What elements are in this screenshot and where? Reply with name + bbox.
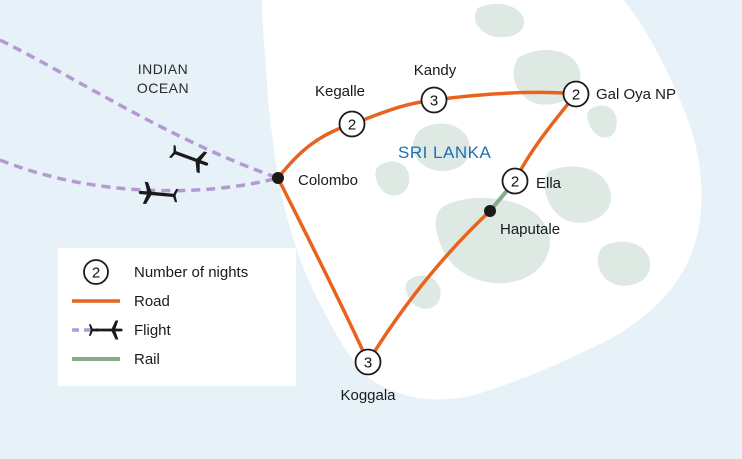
highland-area xyxy=(413,123,470,172)
place-label-gal-oya: Gal Oya NP xyxy=(596,86,676,103)
highland-shading xyxy=(375,4,651,309)
road-colombo-koggala xyxy=(276,176,370,364)
place-label-haputale: Haputale xyxy=(500,221,560,238)
legend-nights-sample: 2 xyxy=(92,265,100,282)
flight-route-upper xyxy=(0,38,279,180)
legend-nights-label: Number of nights xyxy=(134,264,248,281)
nights-marker-koggala: 3 xyxy=(354,348,382,376)
highland-area xyxy=(544,166,612,223)
colombo-marker xyxy=(272,172,284,184)
legend-flight-label: Flight xyxy=(134,322,172,339)
nights-count-gal-oya: 2 xyxy=(572,87,580,104)
road-colombo-kandy-galoya xyxy=(276,90,578,180)
flight-route-lower xyxy=(0,158,279,193)
highland-area xyxy=(435,197,550,284)
place-label-koggala: Koggala xyxy=(340,387,396,404)
nights-count-ella: 2 xyxy=(511,174,519,191)
plane-icon xyxy=(169,145,209,174)
nights-count-kandy: 3 xyxy=(430,93,438,110)
road-koggala-haputale xyxy=(366,209,492,364)
nights-marker-ella: 2 xyxy=(501,167,529,195)
highland-area xyxy=(375,161,410,196)
place-label-kegalle: Kegalle xyxy=(315,83,365,100)
map-legend: 2 Number of nights Road Flight Rail xyxy=(58,248,296,386)
nights-marker-kandy: 3 xyxy=(420,86,448,114)
place-label-kandy: Kandy xyxy=(414,62,457,79)
legend-road-label: Road xyxy=(134,293,170,310)
place-label-colombo: Colombo xyxy=(298,172,358,189)
nights-count-kegalle: 2 xyxy=(348,117,356,134)
ocean-label-line2: OCEAN xyxy=(137,80,189,96)
legend-rail-label: Rail xyxy=(134,351,160,368)
highland-area xyxy=(474,4,525,38)
country-label: SRI LANKA xyxy=(398,143,491,162)
legend-nights-symbol: 2 xyxy=(83,259,109,285)
highland-area xyxy=(405,275,441,309)
highland-area xyxy=(597,241,651,286)
nights-count-koggala: 3 xyxy=(364,355,372,372)
highland-area xyxy=(587,105,617,138)
nights-marker-gal-oya: 2 xyxy=(562,80,590,108)
ocean-label-line1: INDIAN xyxy=(138,61,188,77)
haputale-marker xyxy=(484,205,496,217)
place-label-ella: Ella xyxy=(536,175,562,192)
nights-marker-kegalle: 2 xyxy=(338,110,366,138)
plane-icon xyxy=(138,181,179,204)
plane-icon xyxy=(88,320,123,340)
